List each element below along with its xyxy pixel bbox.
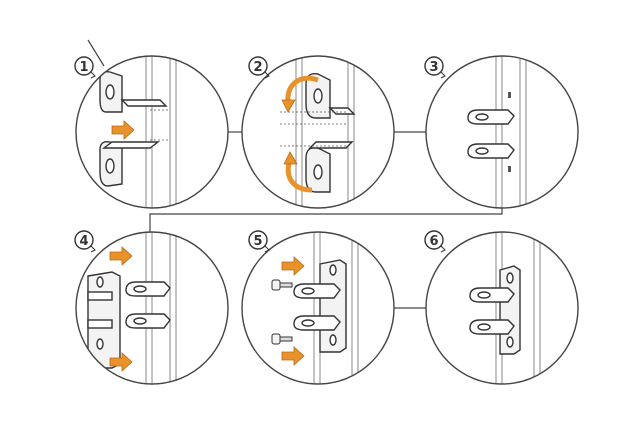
bracket-upper [99,70,168,113]
step-badge-5: 5 [248,230,270,253]
svg-text:1: 1 [79,60,88,75]
push-arrow-top-icon [109,246,133,266]
screw-bottom-icon [271,333,293,345]
step-1-panel [75,55,229,209]
svg-text:6: 6 [429,234,438,249]
step-3-panel [425,55,579,209]
step-badge-4: 4 [74,230,96,253]
bracket-lower [99,140,161,187]
connector-lines [87,39,503,309]
step-badge-1: 1 [74,56,96,79]
step-2-circle [241,55,395,209]
insert-arrow-icon [111,120,135,140]
svg-text:2: 2 [253,60,262,75]
step-5-panel [241,231,395,385]
rotate-arrow-top-icon [285,75,319,105]
step-3-circle [425,55,579,209]
step-1-circle [75,55,229,209]
step-badge-6: 6 [424,230,446,253]
step-5-circle [241,231,395,385]
mounting-plate [87,271,121,369]
screw-arrow-top-icon [281,256,305,276]
svg-text:5: 5 [253,234,262,249]
screw-top-icon [271,279,293,291]
step-4-panel [75,231,229,385]
step-4-circle [75,231,229,385]
step-badge-3: 3 [424,56,446,79]
svg-text:4: 4 [79,234,88,249]
step-6-circle [425,231,579,385]
step-2-panel [241,55,395,209]
svg-text:3: 3 [429,60,438,75]
screw-arrow-bottom-icon [281,346,305,366]
step-badge-2: 2 [248,56,270,79]
step-6-panel [425,231,579,385]
